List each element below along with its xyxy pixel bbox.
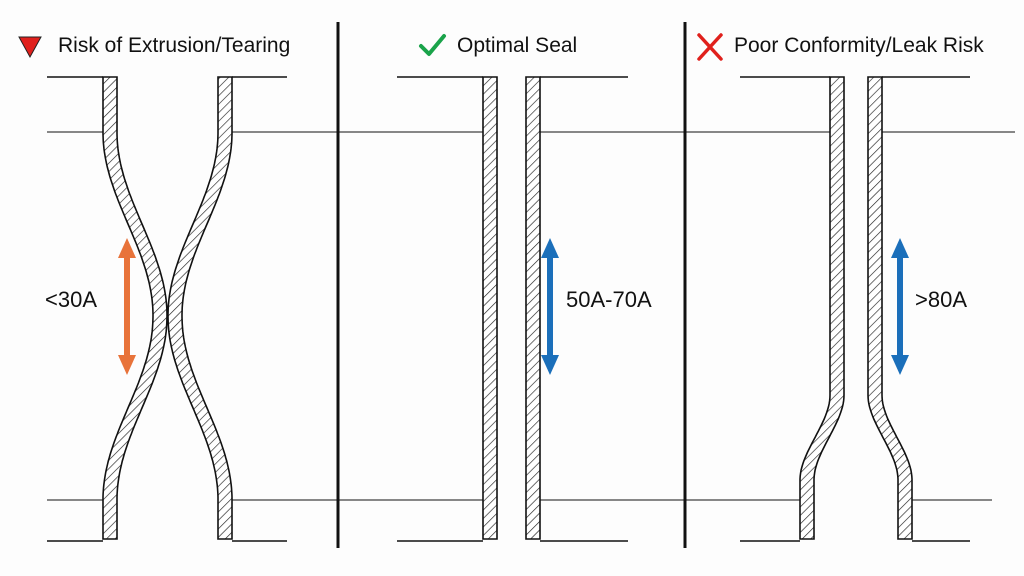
seal-wall-right [525, 76, 541, 540]
cross-icon [697, 33, 723, 61]
panel-title-poor-conformity: Poor Conformity/Leak Risk [734, 34, 984, 57]
double-arrow-icon [118, 238, 136, 375]
seal-wall-left [799, 76, 845, 540]
seal-wall-right [167, 76, 233, 540]
panel-title-optimal: Optimal Seal [457, 34, 578, 57]
seal-wall-left [102, 76, 168, 540]
hardness-label-soft: <30A [45, 287, 97, 312]
double-arrow-icon [541, 238, 559, 375]
hardness-label-optimal: 50A-70A [566, 287, 652, 312]
checkmark-icon [419, 34, 446, 56]
hardness-label-hard: >80A [915, 287, 967, 312]
panel-title-extrusion: Risk of Extrusion/Tearing [58, 34, 291, 57]
warning-triangle-icon [18, 36, 42, 59]
double-arrow-icon [891, 238, 909, 375]
seal-wall-left [482, 76, 498, 540]
seal-wall-right [867, 76, 913, 540]
